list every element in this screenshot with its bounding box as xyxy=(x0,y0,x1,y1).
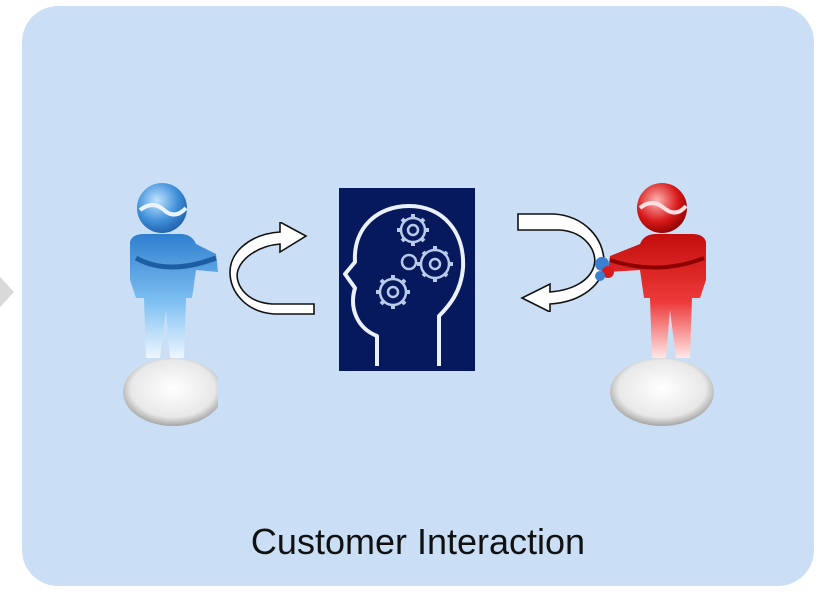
agent-person-icon xyxy=(588,183,714,430)
circular-arrow-icon xyxy=(229,222,315,315)
circular-arrow-icon xyxy=(517,213,605,312)
chevron-right-icon xyxy=(0,277,14,307)
diagram-caption: Customer Interaction xyxy=(250,521,586,562)
customer-person-icon xyxy=(123,183,228,430)
brain-panel xyxy=(339,188,475,371)
head-gears-icon xyxy=(343,204,466,366)
